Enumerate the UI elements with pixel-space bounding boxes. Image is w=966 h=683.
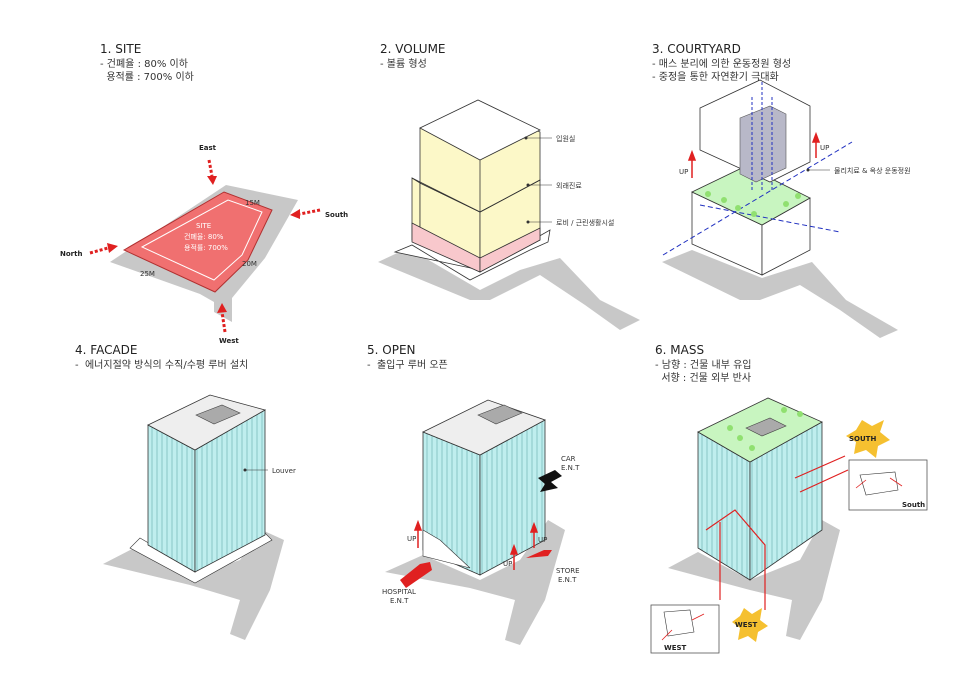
volume-roof bbox=[419, 99, 541, 161]
inset-south-label: South bbox=[902, 501, 925, 509]
panel-note: - 남향 : 건물 내부 유입 bbox=[655, 360, 752, 371]
panel-title: 6. MASS bbox=[655, 343, 705, 357]
site-label: SITE bbox=[196, 222, 211, 230]
site-plot bbox=[122, 191, 273, 293]
panel-note: - 출입구 루버 오픈 bbox=[367, 360, 448, 371]
label-outpatient: 외래진료 bbox=[556, 181, 582, 190]
garden-deck bbox=[691, 165, 811, 226]
south-label: South bbox=[325, 211, 348, 219]
south-sun-label: SOUTH bbox=[849, 435, 876, 443]
panel-title: 2. VOLUME bbox=[380, 42, 446, 56]
up-label: UP bbox=[503, 560, 512, 568]
site-coverage-label: 건폐율: 80% bbox=[184, 232, 224, 241]
south-arrow bbox=[299, 208, 321, 216]
south-sun-icon bbox=[846, 420, 890, 458]
west-arrow bbox=[220, 311, 227, 333]
up-label-left: UP bbox=[679, 168, 688, 176]
inset-west-label: WEST bbox=[664, 644, 687, 652]
direction-arrows bbox=[89, 159, 321, 333]
panel-note: - 건폐율 : 80% 이하 bbox=[100, 59, 188, 70]
store-arrow bbox=[526, 550, 552, 558]
panel-note: - 중정을 통한 자연환기 극대화 bbox=[652, 72, 779, 83]
volume-ground bbox=[378, 248, 640, 330]
site-setback bbox=[140, 199, 263, 281]
panel-note: 서향 : 건물 외부 반사 bbox=[655, 373, 752, 384]
panel-note: - 볼륨 형성 bbox=[380, 59, 427, 70]
panel-title: 4. FACADE bbox=[75, 343, 138, 357]
hospital-ent-label: E.N.T bbox=[390, 597, 409, 605]
facade-roof bbox=[147, 394, 267, 451]
store-label: STORE bbox=[556, 567, 580, 575]
hospital-label: HOSPITAL bbox=[382, 588, 416, 596]
label-wards: 입원실 bbox=[556, 134, 575, 143]
label-garden: 물리치료 & 옥상 운동정원 bbox=[834, 166, 911, 175]
label-lobby: 로비 / 근린생활시설 bbox=[556, 218, 614, 227]
dim-20m: 20M bbox=[242, 260, 257, 268]
up-label: UP bbox=[407, 535, 416, 543]
car-label: CAR bbox=[561, 455, 576, 463]
car-arrow bbox=[538, 470, 562, 492]
north-arrow bbox=[89, 246, 109, 255]
up-label: UP bbox=[538, 536, 547, 544]
panel-title: 3. COURTYARD bbox=[652, 42, 741, 56]
panel-title: 1. SITE bbox=[100, 42, 142, 56]
west-label: West bbox=[219, 337, 239, 345]
garden-trees bbox=[705, 191, 801, 217]
label-louver: Louver bbox=[272, 467, 296, 475]
panel-title: 5. OPEN bbox=[367, 343, 416, 357]
panel-note: 용적률 : 700% 이하 bbox=[100, 72, 194, 83]
store-ent-label: E.N.T bbox=[558, 576, 577, 584]
east-arrow bbox=[207, 159, 214, 177]
site-far-label: 용적률: 700% bbox=[184, 243, 228, 252]
hospital-arrow bbox=[400, 562, 432, 588]
panel-note: - 에너지절약 방식의 수직/수평 루버 설치 bbox=[75, 360, 249, 371]
north-label: North bbox=[60, 250, 82, 258]
car-ent-label: E.N.T bbox=[561, 464, 580, 472]
west-sun-label: WEST bbox=[735, 621, 758, 629]
east-label: East bbox=[199, 144, 217, 152]
dim-25m: 25M bbox=[140, 270, 155, 278]
dim-15m: 15M bbox=[245, 199, 260, 207]
panel-note: - 매스 분리에 의한 운동정원 형성 bbox=[652, 59, 792, 70]
up-label-right: UP bbox=[820, 144, 829, 152]
west-sun-icon bbox=[732, 608, 768, 642]
